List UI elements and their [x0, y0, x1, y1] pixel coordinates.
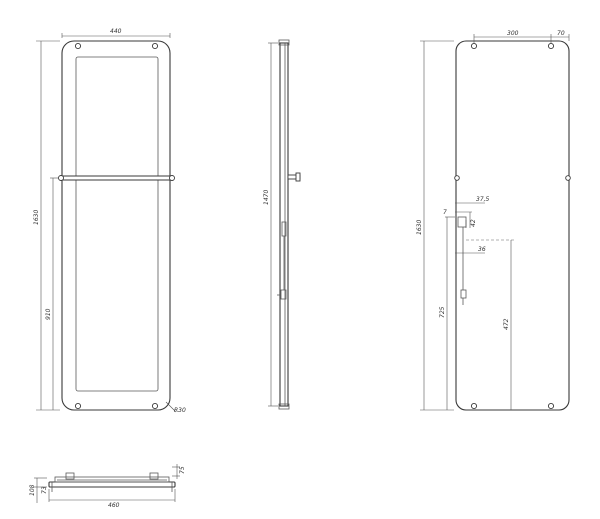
front-bar-end [169, 175, 175, 181]
back-conn-1-label: 37,5 [476, 196, 490, 203]
front-towel-bar [58, 175, 175, 181]
back-top-spacing-label: 300 [507, 30, 519, 37]
front-view: 440 1630 910 R30 [33, 28, 186, 414]
bottom-frame [54, 476, 170, 483]
front-height-label: 1630 [33, 210, 40, 225]
back-panel [455, 40, 570, 411]
bottom-bracket-left [65, 472, 75, 480]
bottom-depth-2-label: 73 [41, 486, 48, 494]
back-top-edge-label: 70 [557, 30, 565, 37]
side-top-bracket [278, 39, 290, 46]
front-corner-label: R30 [174, 407, 186, 414]
back-height-label: 1630 [416, 220, 423, 235]
front-bar-end [58, 175, 64, 181]
bottom-bracket-right [149, 472, 159, 480]
front-mount-hole [74, 402, 82, 410]
back-conn-3-label: 42 [470, 219, 477, 227]
bottom-panel [48, 481, 176, 488]
bottom-view: 108 73 75 460 [29, 464, 186, 509]
back-side-hole [454, 175, 460, 181]
front-bar-height-label: 910 [45, 308, 52, 320]
bottom-width-label: 460 [108, 502, 120, 509]
bottom-offset-label: 75 [179, 466, 186, 474]
back-mount-hole [470, 42, 478, 50]
side-panel [279, 42, 289, 407]
back-connector-box [457, 216, 467, 228]
bottom-depth-1-label: 108 [29, 484, 36, 496]
back-side-hole [565, 175, 571, 181]
back-mount-hole [470, 402, 478, 410]
front-outer-panel [61, 40, 171, 411]
side-view: 1470 [263, 39, 301, 410]
side-height-label: 1470 [263, 190, 270, 205]
back-725-label: 725 [439, 306, 446, 318]
front-corner-leader [165, 401, 177, 413]
front-mount-hole [151, 402, 159, 410]
front-mount-hole [151, 42, 159, 50]
back-view: 300 70 1630 37,5 7 42 36 725 472 [416, 30, 571, 411]
back-mount-hole [547, 42, 555, 50]
back-conn-2-label: 7 [443, 209, 447, 216]
front-mount-hole [74, 42, 82, 50]
back-mount-hole [547, 402, 555, 410]
back-472-label: 472 [503, 318, 510, 330]
front-inner-mirror [75, 56, 159, 392]
side-bar-end [295, 172, 301, 182]
side-bottom-bracket [278, 403, 290, 410]
back-plug [460, 289, 467, 299]
front-width-label: 440 [110, 28, 122, 35]
back-conn-4-label: 36 [478, 246, 486, 253]
side-plug [280, 289, 287, 300]
